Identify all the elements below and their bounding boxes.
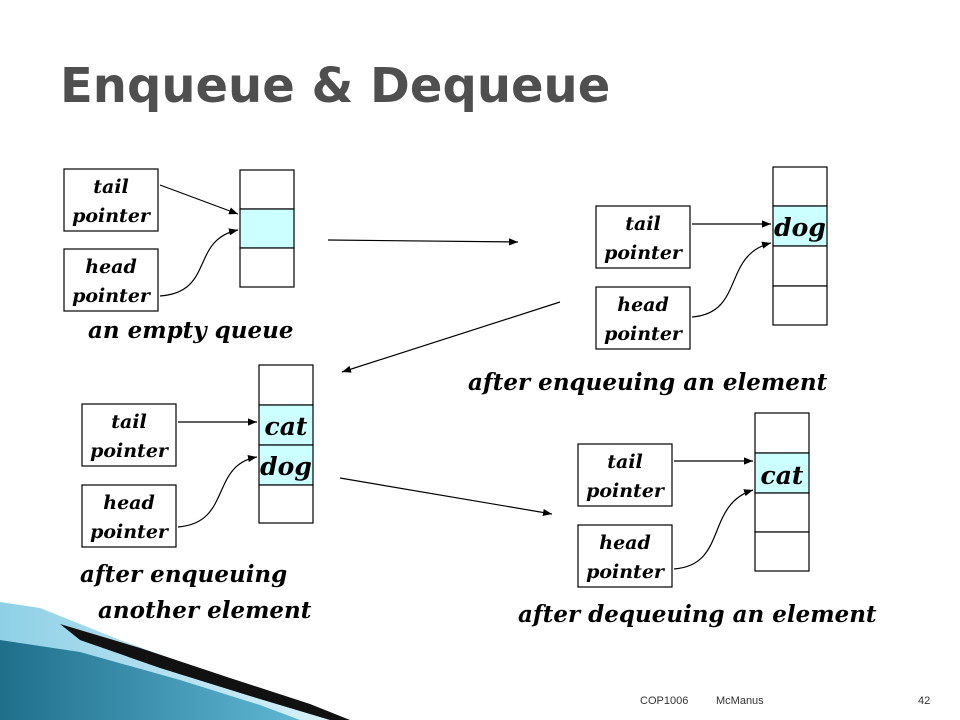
queue-cell xyxy=(239,169,295,210)
queue-cells xyxy=(239,169,295,288)
svg-text:tail: tail xyxy=(93,176,129,198)
queue-cell-cat xyxy=(258,404,314,446)
svg-text:pointer: pointer xyxy=(90,440,170,462)
head-pointer-box: head pointer xyxy=(81,484,177,548)
caption: after enqueuing an element xyxy=(468,369,828,396)
state-after-enqueue-two: tail pointer head pointer cat dog after … xyxy=(80,364,314,624)
cell-value: cat xyxy=(265,412,308,441)
queue-cell xyxy=(258,484,314,524)
queue-cell xyxy=(772,245,828,287)
tail-pointer-box: tail pointer xyxy=(577,443,673,507)
svg-text:head: head xyxy=(599,532,651,554)
tail-pointer-arrow xyxy=(159,184,239,215)
svg-text:pointer: pointer xyxy=(72,205,152,227)
queue-cell xyxy=(754,531,810,572)
head-pointer-arrow xyxy=(177,454,258,528)
caption: an empty queue xyxy=(88,317,293,344)
svg-text:pointer: pointer xyxy=(90,521,170,543)
tail-pointer-box: tail pointer xyxy=(63,168,159,232)
footer-author: McManus xyxy=(716,695,764,707)
head-pointer-box: head pointer xyxy=(63,248,159,312)
head-pointer-arrow xyxy=(159,228,239,297)
svg-text:head: head xyxy=(617,294,669,316)
svg-text:pointer: pointer xyxy=(586,561,666,583)
queue-cell xyxy=(754,492,810,533)
svg-text:pointer: pointer xyxy=(604,242,684,264)
svg-text:pointer: pointer xyxy=(604,323,684,345)
svg-text:head: head xyxy=(103,492,155,514)
head-pointer-arrow xyxy=(673,489,754,570)
head-pointer-box: head pointer xyxy=(577,524,673,588)
transition-arrow xyxy=(327,238,519,246)
queue-cell xyxy=(754,412,810,454)
slide-title: Enqueue & Dequeue xyxy=(60,58,610,114)
queue-cells: dog xyxy=(772,166,828,326)
cell-value: dog xyxy=(260,452,312,481)
head-pointer-box: head pointer xyxy=(595,286,691,350)
svg-text:pointer: pointer xyxy=(72,285,152,307)
queue-cell xyxy=(239,247,295,288)
state-after-dequeue-one: tail pointer head pointer cat after dequ… xyxy=(518,412,877,628)
svg-text:tail: tail xyxy=(607,451,643,473)
caption: after dequeuing an element xyxy=(518,601,877,628)
svg-text:tail: tail xyxy=(111,411,147,433)
transition-arrow xyxy=(341,301,561,373)
decorative-ribbon xyxy=(0,602,350,720)
svg-text:head: head xyxy=(85,256,137,278)
queue-cell xyxy=(258,364,314,406)
caption: another element xyxy=(98,597,312,624)
state-empty-queue: tail pointer head pointer an empty queue xyxy=(63,168,295,344)
queue-cells: cat xyxy=(754,412,810,572)
queue-cell-dog xyxy=(258,444,314,486)
queue-cell-cat xyxy=(754,452,810,494)
svg-text:pointer: pointer xyxy=(586,480,666,502)
cell-value: cat xyxy=(761,461,804,490)
page-number: 42 xyxy=(918,695,930,707)
queue-cell xyxy=(772,166,828,207)
cell-value: dog xyxy=(774,213,826,242)
head-pointer-arrow xyxy=(691,241,772,318)
transition-arrow xyxy=(339,477,553,517)
footer-course: COP1006 xyxy=(640,695,688,707)
queue-cell xyxy=(239,208,295,249)
tail-pointer-box: tail pointer xyxy=(81,403,177,467)
tail-pointer-box: tail pointer xyxy=(595,205,691,269)
queue-cells: cat dog xyxy=(258,364,314,524)
svg-text:tail: tail xyxy=(625,213,661,235)
queue-cell xyxy=(772,285,828,326)
caption: after enqueuing xyxy=(80,561,287,588)
state-after-enqueue-one: tail pointer head pointer dog after enqu… xyxy=(468,166,828,396)
